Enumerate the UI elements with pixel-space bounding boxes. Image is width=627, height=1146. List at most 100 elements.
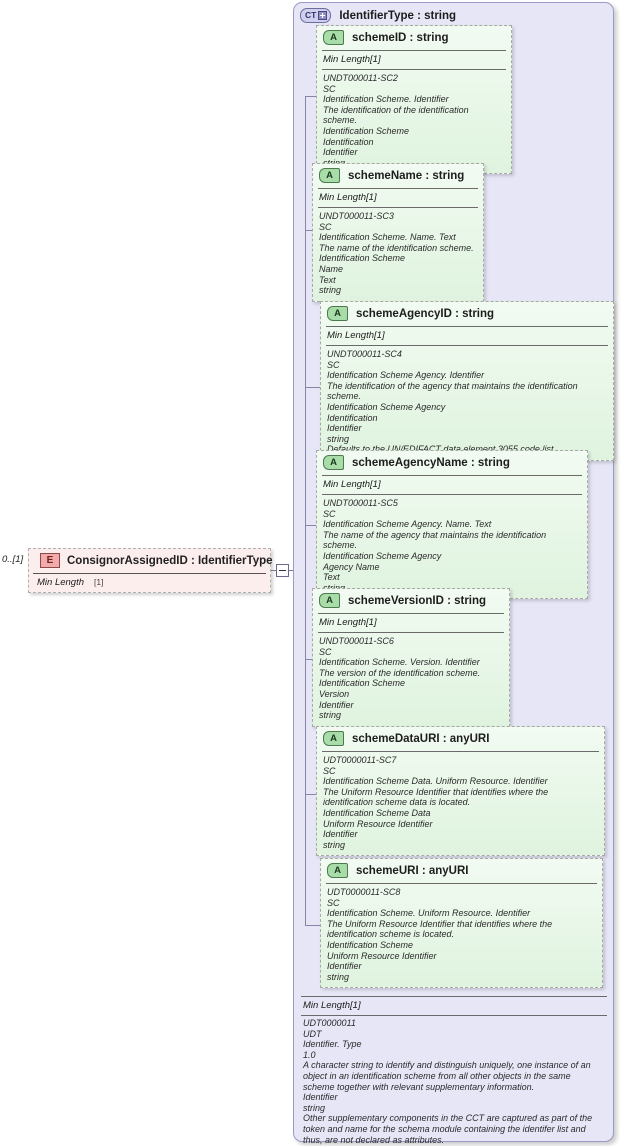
documentation-line: Identification bbox=[323, 136, 374, 147]
documentation-line: UDT0000011-SC8 bbox=[327, 887, 401, 897]
documentation-line: SC bbox=[323, 765, 336, 776]
documentation-line: The version of the identification scheme… bbox=[319, 667, 481, 678]
attribute-name: schemeURI : anyURI bbox=[356, 864, 469, 877]
documentation-line: string bbox=[303, 1102, 326, 1113]
attribute-icon: A bbox=[323, 30, 344, 45]
documentation-line: Identifier bbox=[327, 961, 362, 972]
minus-icon bbox=[279, 570, 286, 571]
tree-branch-stub bbox=[305, 96, 316, 97]
documentation-line: Version bbox=[319, 688, 350, 699]
attribute-icon: A bbox=[327, 306, 348, 321]
documentation-line: Identification Scheme. Name. Text bbox=[319, 232, 456, 243]
documentation-line: Identifier bbox=[319, 699, 354, 710]
documentation-line: Identification Scheme Agency bbox=[323, 550, 442, 561]
documentation-line: Defaults to the UN/EDIFACT data element … bbox=[327, 444, 606, 455]
element-facet-value: [1] bbox=[94, 577, 104, 587]
divider bbox=[326, 345, 608, 346]
element-facet-row: Min Length [1] bbox=[29, 574, 270, 592]
attribute-facet-name: Min Length bbox=[323, 54, 371, 65]
divider bbox=[322, 69, 506, 70]
documentation-line: 1.0 bbox=[303, 1049, 316, 1060]
complextype-icon-label: CT bbox=[305, 10, 317, 20]
attribute-facet-row: Min Length[1] bbox=[321, 327, 613, 345]
plus-icon[interactable] bbox=[318, 11, 328, 20]
documentation-line: UNDT000011-SC4 bbox=[327, 349, 402, 359]
attribute-facet-row: Min Length[1] bbox=[317, 51, 511, 69]
documentation-line: Identification Scheme Agency. Name. Text bbox=[323, 519, 492, 530]
documentation-line: Identification Scheme Agency bbox=[327, 401, 446, 412]
complextype-facet-name: Min Length bbox=[303, 1000, 351, 1011]
documentation-line: A character string to identify and disti… bbox=[303, 1060, 591, 1092]
documentation-line: Identification Scheme Agency. Identifier bbox=[327, 370, 485, 381]
attribute-facet-name: Min Length bbox=[319, 617, 367, 628]
documentation-line: The Uniform Resource Identifier that ide… bbox=[327, 918, 553, 940]
documentation-line: The name of the agency that maintains th… bbox=[323, 529, 547, 551]
documentation-line: Identification Scheme bbox=[319, 253, 406, 264]
documentation-line: Identification Scheme. Version. Identifi… bbox=[319, 657, 480, 668]
element-node-consignor-assigned-id[interactable]: E ConsignorAssignedID : IdentifierType M… bbox=[28, 548, 273, 593]
documentation-line: The identification of the agency that ma… bbox=[327, 380, 578, 402]
attribute-name: schemeID : string bbox=[352, 31, 449, 44]
documentation-line: UDT bbox=[303, 1028, 322, 1039]
complextype-icon[interactable]: CT bbox=[300, 8, 332, 23]
attribute-name: schemeAgencyName : string bbox=[352, 456, 510, 469]
collapse-toggle-button[interactable] bbox=[276, 564, 289, 577]
complextype-header: CT IdentifierType : string bbox=[300, 8, 456, 23]
documentation-line: SC bbox=[319, 221, 332, 232]
element-name: ConsignorAssignedID : IdentifierType bbox=[67, 554, 273, 567]
documentation-line: string bbox=[327, 971, 350, 982]
documentation-line: Identifier. Type bbox=[303, 1039, 362, 1050]
tree-branch-stub bbox=[305, 230, 312, 231]
attribute-facet-value: [1] bbox=[370, 54, 381, 65]
attribute-facet-row: Min Length[1] bbox=[313, 189, 483, 207]
attribute-name: schemeVersionID : string bbox=[348, 594, 487, 607]
documentation-line: Agency Name bbox=[323, 561, 380, 572]
attribute-icon: A bbox=[319, 593, 340, 608]
documentation-line: UNDT000011-SC5 bbox=[323, 498, 398, 508]
attribute-icon: A bbox=[327, 863, 348, 878]
documentation-line: The name of the identification scheme. bbox=[319, 242, 474, 253]
attribute-facet-value: [1] bbox=[370, 479, 381, 490]
divider bbox=[318, 632, 504, 633]
attribute-facet-row: Min Length[1] bbox=[317, 476, 587, 494]
documentation-line: Identification Scheme Data bbox=[323, 807, 431, 818]
attribute-facet-value: [1] bbox=[366, 617, 377, 628]
documentation-line: UDT0000011 bbox=[303, 1018, 356, 1028]
documentation-line: Identification Scheme. Identifier bbox=[323, 94, 449, 105]
divider bbox=[322, 475, 582, 476]
documentation-line: string bbox=[323, 583, 580, 594]
documentation-line: Identification Scheme. Uniform Resource.… bbox=[327, 908, 531, 919]
attribute-facet-row: Min Length[1] bbox=[313, 614, 509, 632]
documentation-line: Uniform Resource Identifier bbox=[327, 950, 437, 961]
documentation-line: SC bbox=[327, 897, 340, 908]
tree-branch-stub bbox=[305, 387, 320, 388]
attribute-icon: A bbox=[323, 731, 344, 746]
attribute-facet-value: [1] bbox=[374, 330, 385, 341]
documentation-line: The Uniform Resource Identifier that ide… bbox=[323, 786, 549, 808]
complextype-facet-row: Min Length[1] bbox=[301, 997, 607, 1015]
tree-branch-stub bbox=[305, 794, 316, 795]
documentation-line: Name bbox=[319, 263, 344, 274]
attribute-name: schemeAgencyID : string bbox=[356, 307, 495, 320]
attribute-facet-value: [1] bbox=[366, 192, 377, 203]
element-facet-name: Min Length bbox=[37, 577, 85, 588]
documentation-line: string bbox=[323, 158, 504, 169]
complextype-title: IdentifierType : string bbox=[339, 9, 457, 22]
